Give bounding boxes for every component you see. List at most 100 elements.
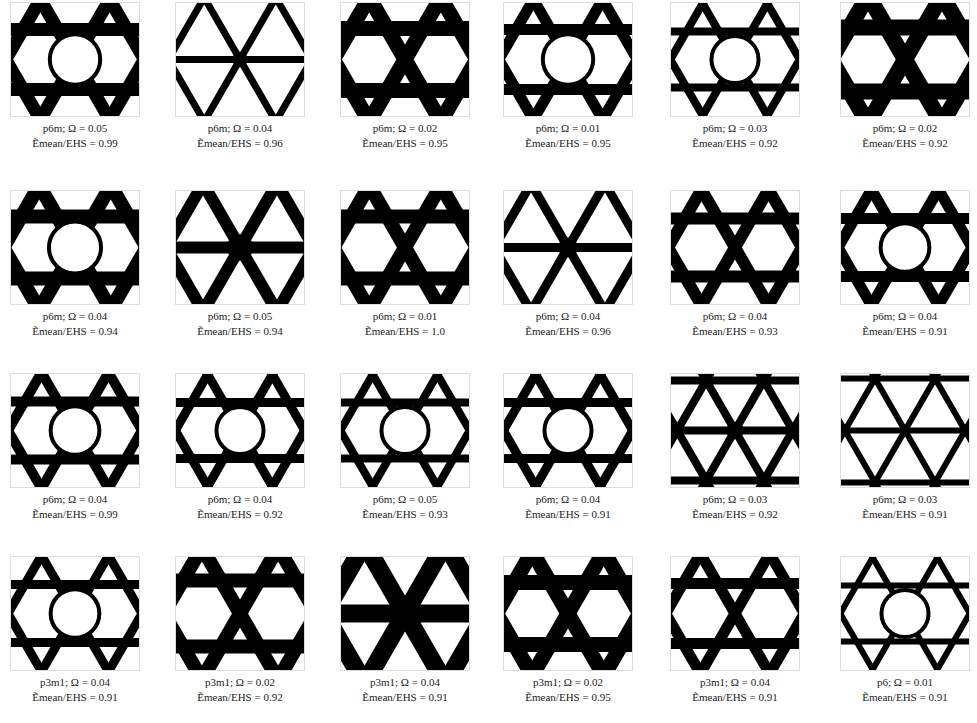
- caption-line: p3m1; Ω = 0.04: [0, 676, 160, 689]
- strut: [254, 556, 305, 671]
- cell-frame: [841, 557, 970, 671]
- strut: [188, 373, 305, 488]
- strut: [670, 377, 800, 385]
- caption-line: Ẽmean/EHS = 0.91: [820, 325, 977, 338]
- caption-line: p6m; Ω = 0.03: [650, 493, 820, 506]
- strut: [670, 556, 731, 671]
- cell-frame: [504, 3, 633, 117]
- strut: [840, 556, 957, 671]
- unit-cell: [503, 556, 633, 671]
- unit-cell: [340, 556, 470, 671]
- strut: [670, 373, 800, 488]
- strut: [940, 373, 970, 488]
- hole: [544, 407, 591, 454]
- strut: [579, 190, 633, 305]
- strut: [10, 556, 125, 671]
- unit-cell: [10, 556, 140, 671]
- unit-cell: [340, 2, 470, 117]
- strut: [683, 2, 800, 117]
- caption-line: Ẽmean/EHS = 0.93: [650, 325, 820, 338]
- strut: [765, 373, 800, 488]
- cell-frame: [341, 557, 470, 671]
- unit-cell: [340, 373, 470, 488]
- caption-line: p6; Ω = 0.01: [820, 676, 977, 689]
- caption-line: p6m; Ω = 0.04: [155, 493, 325, 506]
- strut: [855, 190, 970, 305]
- strut: [188, 373, 305, 488]
- caption-line: Ẽmean/EHS = 0.96: [483, 325, 653, 338]
- cell-frame: [11, 3, 140, 117]
- strut: [353, 373, 470, 488]
- caption-line: Ẽmean/EHS = 1.0: [320, 325, 490, 338]
- unit-cell: [840, 373, 970, 488]
- caption-line: p6m; Ω = 0.05: [0, 122, 160, 135]
- cell-frame: [176, 374, 305, 488]
- cell-frame: [841, 191, 970, 305]
- strut: [27, 2, 140, 117]
- node-blob: [726, 422, 744, 440]
- cell-frame: [671, 3, 800, 117]
- strut: [516, 373, 633, 488]
- unit-cell: [10, 2, 140, 117]
- unit-cell: [670, 373, 800, 488]
- strut: [340, 373, 457, 488]
- caption-line: p6m; Ω = 0.02: [320, 122, 490, 135]
- strut: [25, 373, 140, 488]
- caption-line: Ẽmean/EHS = 0.92: [650, 137, 820, 150]
- unit-cell: [340, 190, 470, 305]
- unit-cell: [175, 190, 305, 305]
- unit-cell: [10, 373, 140, 488]
- strut: [175, 373, 292, 488]
- strut: [670, 2, 787, 117]
- strut: [25, 556, 140, 671]
- strut: [175, 2, 286, 117]
- strut: [29, 190, 140, 305]
- cell-frame: [504, 191, 633, 305]
- caption-line: Ẽmean/EHS = 0.99: [0, 508, 160, 521]
- caption-line: Ẽmean/EHS = 0.91: [483, 508, 653, 521]
- strut: [735, 190, 800, 305]
- strut: [194, 2, 305, 117]
- strut: [520, 2, 633, 117]
- strut: [126, 556, 140, 671]
- strut: [670, 556, 731, 671]
- strut: [366, 556, 470, 671]
- strut: [131, 2, 140, 117]
- strut: [285, 373, 305, 488]
- strut: [780, 2, 800, 117]
- unit-cell: [840, 556, 970, 671]
- node-blob: [558, 238, 578, 258]
- caption-line: Ẽmean/EHS = 0.99: [0, 137, 160, 150]
- strut: [195, 190, 305, 305]
- cell-frame: [11, 374, 140, 488]
- strut: [735, 190, 800, 305]
- strut: [412, 2, 470, 117]
- strut: [251, 190, 305, 305]
- strut: [853, 556, 970, 671]
- caption-line: p6m; Ω = 0.04: [650, 310, 820, 323]
- caption-line: Ẽmean/EHS = 0.91: [820, 691, 977, 704]
- cell-frame: [671, 557, 800, 671]
- caption-line: p6m; Ω = 0.01: [483, 122, 653, 135]
- strut: [10, 373, 125, 488]
- caption-line: Ẽmean/EHS = 0.93: [320, 508, 490, 521]
- cell-frame: [176, 557, 305, 671]
- unit-cell: [670, 190, 800, 305]
- caption-line: p6m; Ω = 0.04: [820, 310, 977, 323]
- strut: [840, 373, 970, 488]
- strut: [850, 373, 970, 488]
- strut: [853, 556, 970, 671]
- strut: [670, 2, 787, 117]
- strut: [860, 2, 970, 117]
- caption-line: p6m; Ω = 0.04: [155, 122, 325, 135]
- strut: [916, 2, 970, 117]
- cell-frame: [11, 557, 140, 671]
- strut: [840, 376, 970, 382]
- hole: [51, 589, 100, 638]
- caption-line: p6m; Ω = 0.04: [0, 493, 160, 506]
- strut: [624, 2, 633, 117]
- cell-frame: [176, 3, 305, 117]
- strut: [840, 480, 970, 486]
- strut: [426, 556, 470, 671]
- caption-line: Ẽmean/EHS = 0.94: [155, 325, 325, 338]
